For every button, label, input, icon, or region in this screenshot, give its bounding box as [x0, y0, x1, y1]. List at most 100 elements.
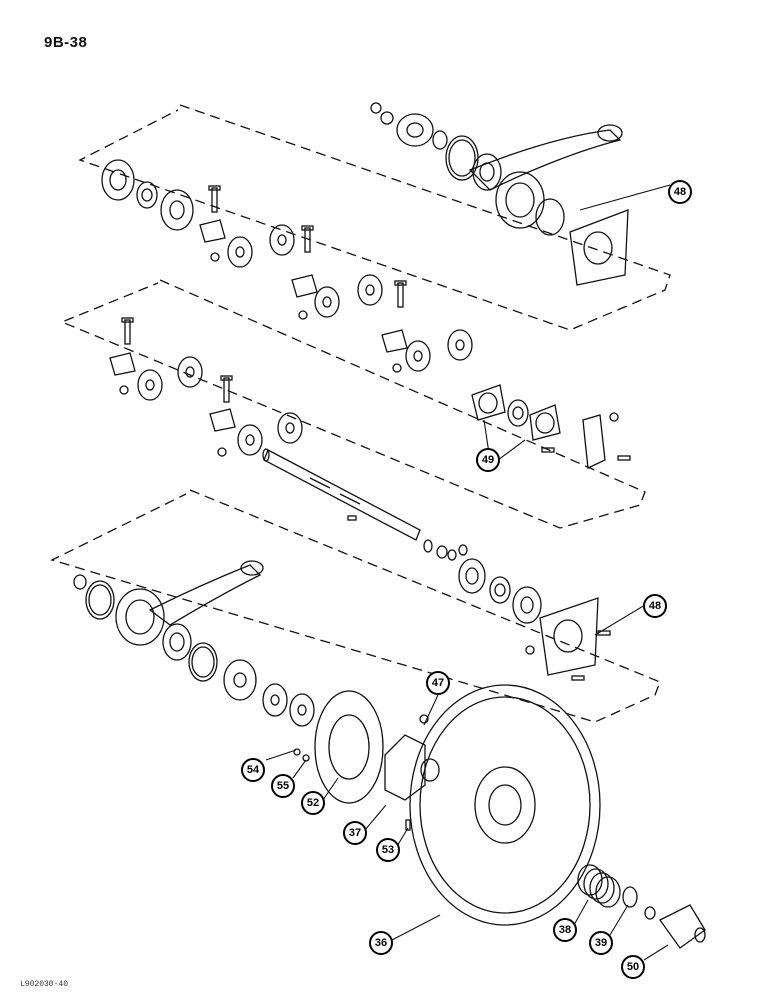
cover-plate-icon [582, 414, 606, 469]
svg-text:49: 49 [482, 454, 494, 466]
bolt-icon [617, 455, 631, 461]
nut-icon [644, 906, 656, 920]
bearing-icon [472, 153, 502, 191]
hub-icon [396, 113, 434, 147]
disc-icon [237, 424, 263, 456]
group-outline-bottom [50, 489, 661, 723]
svg-text:52: 52 [307, 797, 319, 809]
middle-assembly [109, 317, 631, 561]
bearing-icon [162, 623, 192, 661]
flange-icon [458, 558, 486, 594]
knife-holder-icon [209, 408, 236, 432]
svg-text:50: 50 [627, 961, 639, 973]
svg-text:48: 48 [674, 186, 686, 198]
nut-icon [302, 754, 310, 762]
callout-54: 54 [241, 758, 265, 782]
adapter-icon [659, 904, 706, 949]
nut-icon [525, 645, 535, 655]
disc-icon [177, 356, 203, 388]
callout-50: 50 [621, 955, 645, 979]
callout-55: 55 [271, 774, 295, 798]
drive-disc-icon [262, 683, 288, 717]
bottom-assembly [73, 558, 611, 727]
svg-text:55: 55 [277, 780, 289, 792]
knife-holder-icon [381, 329, 408, 353]
callout-36: 36 [369, 931, 393, 955]
callout-53: 53 [376, 838, 400, 862]
callouts: 48 48 49 47 54 55 52 37 53 36 38 39 50 [241, 180, 692, 979]
snap-ring-icon [73, 574, 87, 590]
bearing-flange-icon [471, 384, 506, 421]
flange-icon [512, 586, 542, 624]
snap-ring-icon [423, 539, 433, 553]
callout-47: 47 [426, 671, 450, 695]
nut-icon [392, 363, 402, 373]
leader-lines [265, 184, 671, 961]
callout-48-top: 48 [668, 180, 692, 204]
washer-icon [622, 886, 638, 908]
group-outline-middle [60, 279, 646, 529]
bearing-icon [507, 399, 529, 427]
rotor-shaft-icon [262, 448, 421, 541]
callout-49: 49 [476, 448, 500, 472]
flange-icon [160, 189, 194, 231]
spring-icon [577, 864, 621, 908]
screw-icon [405, 819, 411, 831]
bearing-flange-icon [529, 404, 561, 441]
nut-icon [217, 447, 227, 457]
nut-icon [447, 549, 457, 561]
bolt-icon [394, 280, 407, 308]
bolt-icon [121, 317, 134, 345]
bearing-plate-icon [539, 597, 599, 676]
svg-text:47: 47 [432, 677, 444, 689]
svg-text:54: 54 [247, 764, 260, 776]
svg-text:36: 36 [375, 937, 387, 949]
bolt-icon [571, 675, 585, 681]
svg-text:39: 39 [595, 937, 607, 949]
callout-38: 38 [553, 918, 577, 942]
disc-icon [277, 412, 303, 444]
connecting-rod-icon [115, 560, 264, 646]
washer-icon [436, 545, 448, 559]
svg-text:37: 37 [349, 827, 361, 839]
disc-icon [269, 224, 295, 256]
drive-disc-icon [289, 693, 315, 727]
nut-icon [458, 544, 468, 556]
snap-ring-icon [535, 198, 565, 236]
callout-39: 39 [589, 931, 613, 955]
svg-text:48: 48 [649, 600, 661, 612]
knife-holder-icon [109, 352, 136, 376]
snap-ring-icon [188, 642, 218, 682]
disc-icon [405, 340, 431, 372]
disc-icon [227, 236, 253, 268]
nut-icon [419, 714, 429, 724]
bearing-plate-icon [569, 209, 629, 286]
svg-text:53: 53 [382, 844, 394, 856]
knife-holder-icon [199, 219, 226, 243]
disc-icon [314, 286, 340, 318]
nut-icon [293, 748, 301, 756]
bolt-icon [541, 447, 555, 453]
knife-holder-icon [291, 274, 318, 298]
bolt-icon [301, 225, 314, 253]
flange-icon [101, 159, 135, 201]
svg-text:38: 38 [559, 924, 571, 936]
page-number: 9B-38 [44, 34, 88, 51]
top-assembly [101, 102, 629, 373]
disc-icon [357, 274, 383, 306]
washer-icon [380, 111, 394, 125]
snap-ring-icon [85, 580, 115, 620]
callout-52: 52 [301, 791, 325, 815]
bolt-icon [220, 375, 233, 403]
disc-icon [137, 369, 163, 401]
bearing-icon [489, 576, 511, 604]
nut-icon [370, 102, 382, 114]
disc-icon [447, 329, 473, 361]
brake-disc-icon [314, 690, 384, 804]
nut-icon [119, 385, 129, 395]
hub-housing-icon [384, 734, 440, 801]
callout-37: 37 [343, 821, 367, 845]
group-outline-top [78, 104, 671, 331]
snap-ring-icon [432, 130, 448, 150]
